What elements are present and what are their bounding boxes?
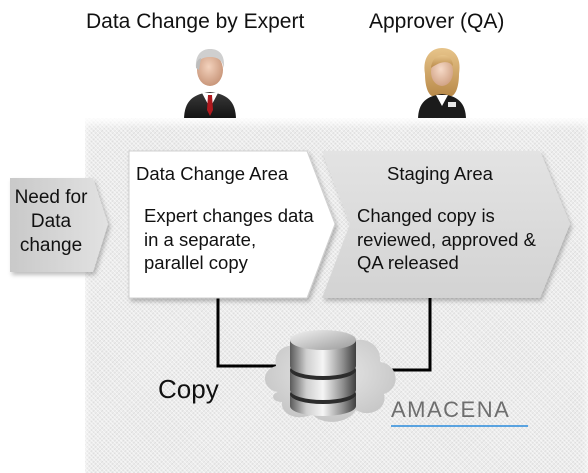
staging-area-chevron [322, 151, 570, 298]
data-change-area-title: Data Change Area [136, 163, 289, 184]
copy-label: Copy [158, 374, 219, 404]
database-cylinder-icon [290, 330, 356, 416]
brand-logo-text: AMACENA [391, 397, 511, 422]
expert-role-title: Data Change by Expert [86, 10, 305, 33]
businesswoman-avatar-icon [418, 48, 466, 120]
connector-expert-to-db [216, 298, 286, 368]
data-change-area-description: Expert changes data in a separate, paral… [144, 205, 314, 273]
businessman-avatar-icon [184, 49, 236, 120]
connector-staging-to-db [392, 298, 432, 372]
staging-area-description: Changed copy is reviewed, approved & QA … [357, 205, 536, 273]
need-for-change-label: Need for Data change [14, 187, 88, 256]
brand-underline [391, 425, 528, 427]
data-change-area-chevron [128, 150, 336, 299]
need-for-change-arrow [10, 178, 108, 272]
approver-role-title: Approver (QA) [369, 10, 505, 33]
staging-area-title: Staging Area [387, 163, 493, 184]
